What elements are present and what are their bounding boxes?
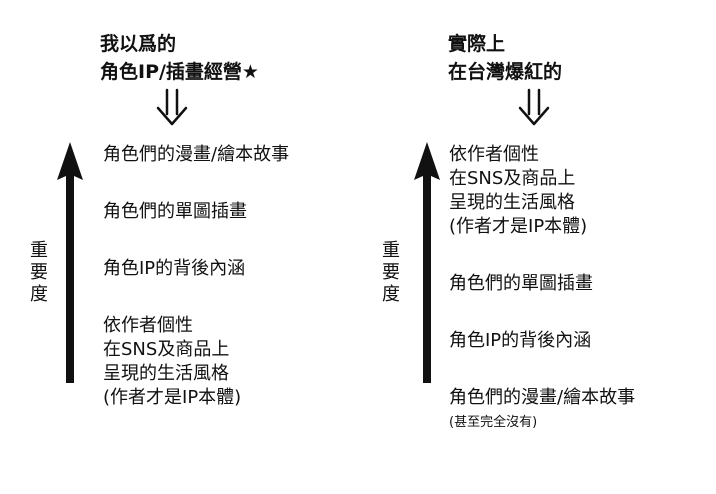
left-item-list: 角色們的漫畫/繪本故事 角色們的單圖插畫 角色IP的背後內涵 依作者個性 在SN… — [103, 143, 289, 443]
right-column: 實際上 在台灣爆紅的 重要度 依作者個性 在SNS及商品上 呈現的生活風格 (作… — [358, 0, 716, 494]
importance-up-arrow-icon — [57, 142, 83, 383]
right-item-4: 角色們的漫畫/繪本故事 — [449, 387, 636, 408]
left-item-2: 角色們的單圖插畫 — [103, 201, 247, 222]
importance-up-arrow-icon — [414, 142, 440, 383]
left-heading: 我以爲的 角色IP/插畫經營★ — [100, 33, 259, 83]
left-item-1: 角色們的漫畫/繪本故事 — [103, 144, 290, 165]
left-item-3: 角色IP的背後內涵 — [103, 258, 246, 279]
left-axis-label: 重要度 — [30, 240, 48, 305]
left-column: 我以爲的 角色IP/插畫經營★ 重要度 角色們的漫畫/繪本故事 角色們的單圖插畫… — [30, 33, 289, 443]
right-item-1: 依作者個性 在SNS及商品上 呈現的生活風格 (作者才是IP本體) — [449, 144, 588, 237]
right-item-2: 角色們的單圖插畫 — [449, 273, 593, 294]
right-axis-label: 重要度 — [382, 240, 400, 305]
right-item-3: 角色IP的背後內涵 — [449, 330, 592, 351]
right-item-4-note: (甚至完全沒有) — [449, 415, 538, 430]
left-item-4: 依作者個性 在SNS及商品上 呈現的生活風格 (作者才是IP本體) — [103, 315, 242, 408]
right-item-list: 依作者個性 在SNS及商品上 呈現的生活風格 (作者才是IP本體) 角色們的單圖… — [449, 143, 635, 432]
down-arrow-icon — [518, 88, 550, 126]
right-heading: 實際上 在台灣爆紅的 — [448, 33, 563, 83]
down-arrow-icon — [156, 88, 188, 126]
